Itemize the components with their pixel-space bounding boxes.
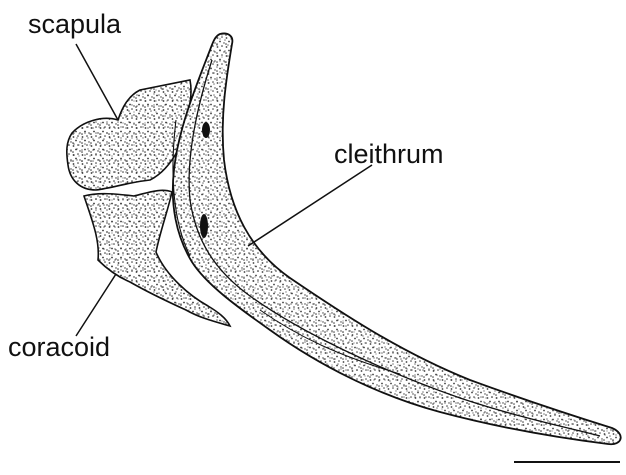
scapula-leader-line — [76, 44, 118, 120]
scapula-label: scapula — [28, 11, 121, 38]
cleithrum-bone — [173, 33, 621, 444]
coracoid-leader-line — [76, 274, 116, 336]
coracoid-label: coracoid — [8, 334, 110, 361]
cleithrum-leader-line — [248, 165, 372, 246]
cleithrum-label: cleithrum — [334, 141, 444, 168]
